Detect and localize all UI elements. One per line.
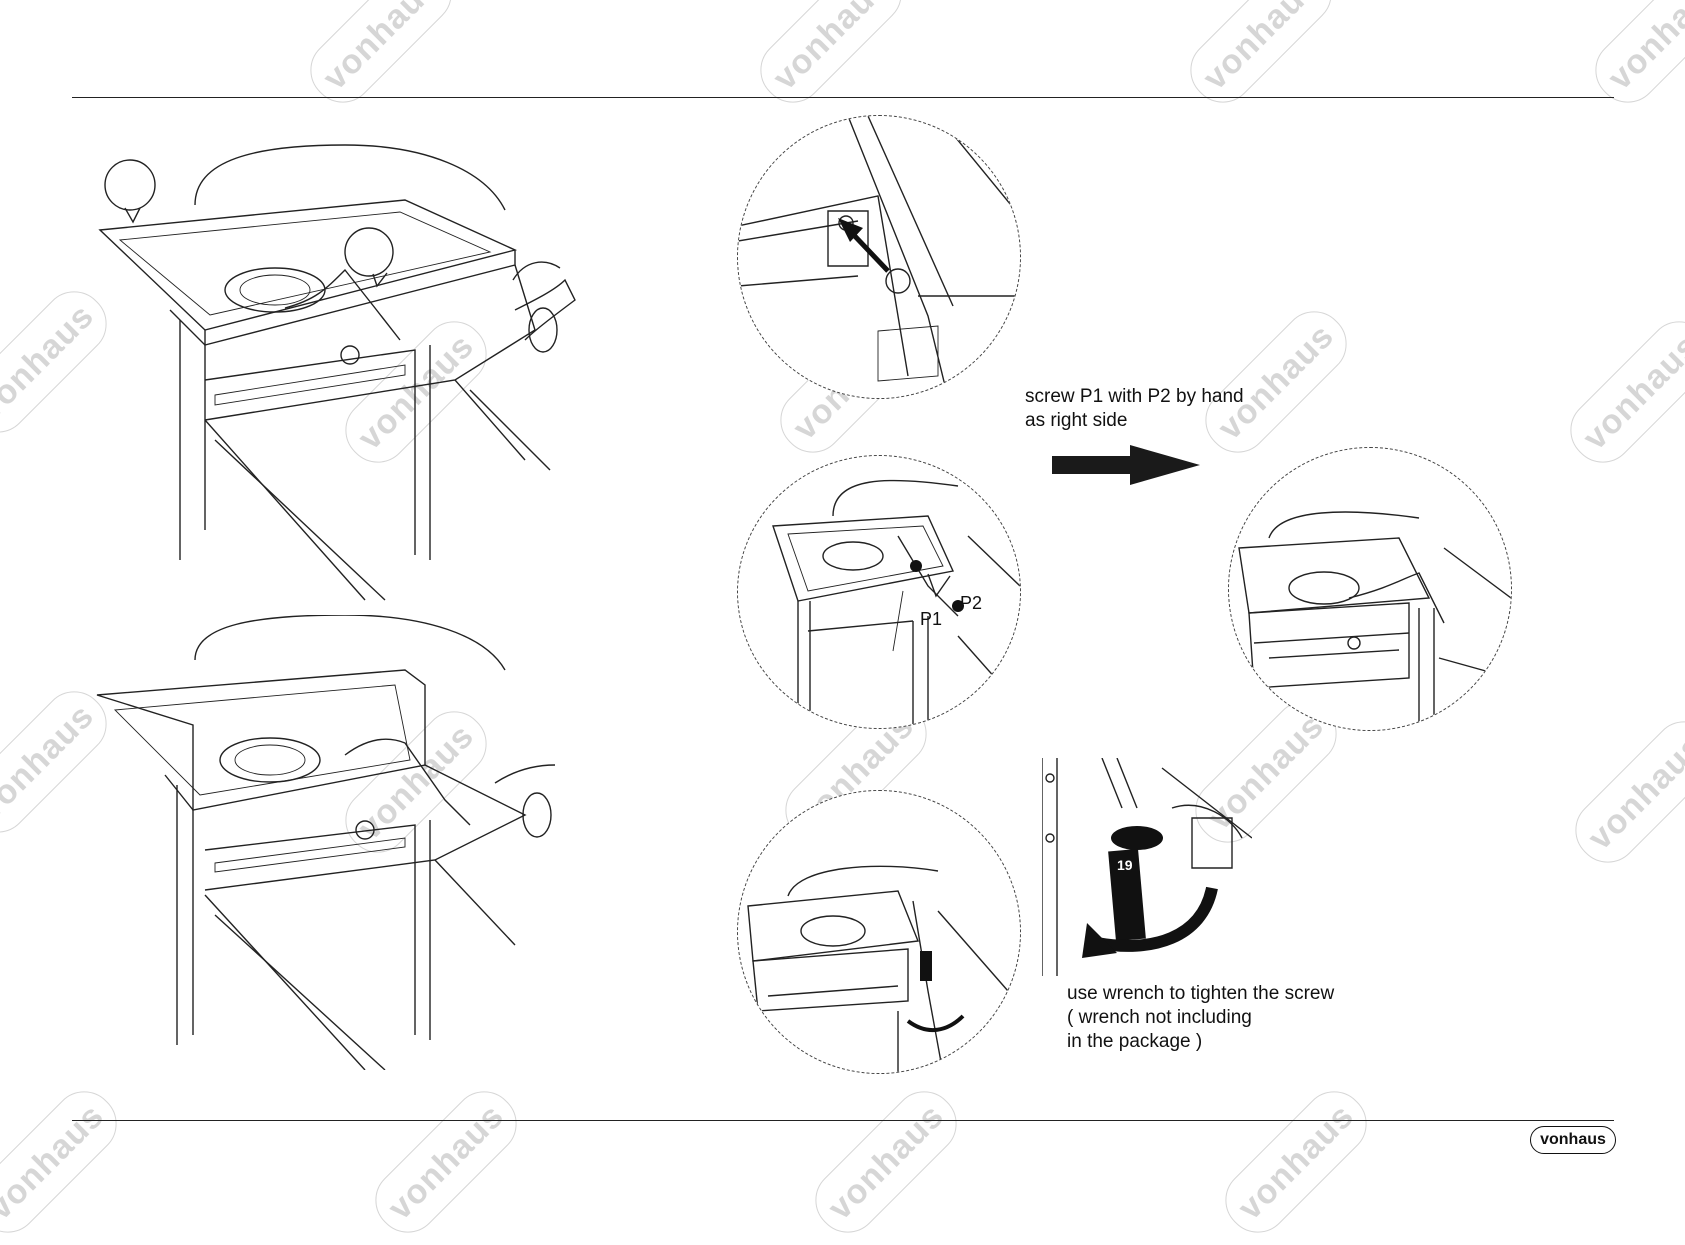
detail-circle-wrench-position (737, 790, 1021, 1074)
grill-illustration-before (95, 140, 615, 605)
watermark: vonhaus (0, 1079, 129, 1245)
watermark: vonhaus (1563, 709, 1685, 876)
wrench-size-label: 19 (1117, 857, 1133, 873)
arrow-right-icon (1052, 445, 1204, 485)
label-p2: P2 (960, 593, 982, 614)
watermark: vonhaus (748, 0, 915, 115)
screw-caption: screw P1 with P2 by hand as right side (1025, 385, 1244, 433)
detail-circle-connect-p1-p2: P1 P2 (737, 455, 1021, 729)
watermark: vonhaus (1213, 1079, 1380, 1245)
label-p1: P1 (920, 609, 942, 630)
wrench-closeup-illustration: 19 (1042, 758, 1252, 976)
detail-circle-connected-result (1228, 447, 1512, 731)
bottom-rule (72, 1120, 1614, 1121)
watermark: vonhaus (1583, 0, 1685, 115)
watermark: vonhaus (298, 0, 465, 115)
vonhaus-logo: vonhaus (1530, 1126, 1616, 1154)
watermark: vonhaus (363, 1079, 530, 1245)
top-rule (72, 97, 1614, 98)
watermark: vonhaus (1178, 0, 1345, 115)
watermark: vonhaus (1193, 299, 1360, 466)
wrench-caption: use wrench to tighten the screw ( wrench… (1067, 982, 1334, 1054)
grill-illustration-after (95, 615, 615, 1070)
watermark: vonhaus (803, 1079, 970, 1245)
watermark: vonhaus (1558, 309, 1685, 476)
detail-circle-remove-cap (737, 115, 1021, 399)
